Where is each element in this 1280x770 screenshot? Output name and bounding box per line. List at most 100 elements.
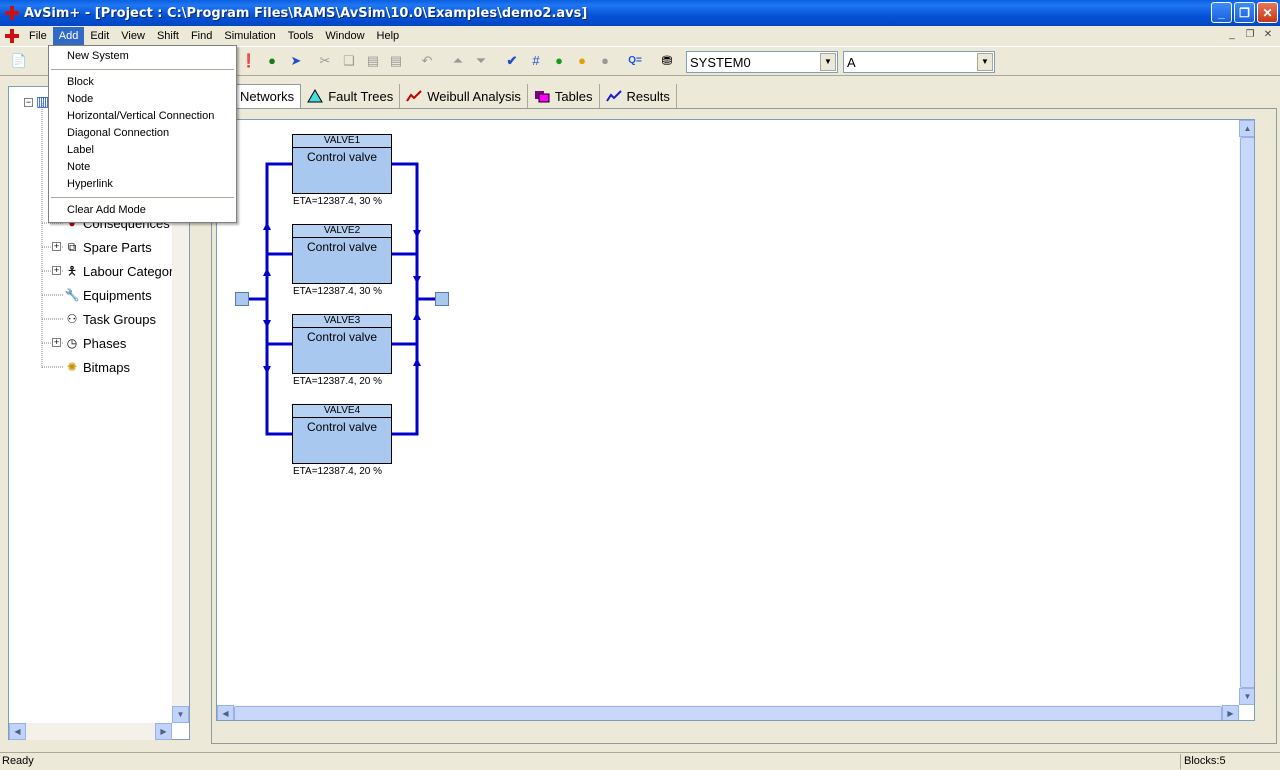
output-node[interactable] bbox=[435, 292, 449, 306]
chevron-down-icon[interactable]: ▼ bbox=[820, 53, 836, 71]
menu-help[interactable]: Help bbox=[376, 29, 400, 42]
menu-separator bbox=[51, 69, 234, 70]
mdi-restore-icon[interactable]: ❐ bbox=[1245, 29, 1255, 40]
menu-simulation[interactable]: Simulation bbox=[224, 29, 276, 42]
cut-icon[interactable]: ✂ bbox=[319, 53, 331, 68]
title-bar: AvSim+ - [Project : C:\Program Files\RAM… bbox=[0, 0, 1280, 26]
block-valve2[interactable]: VALVE2 Control valve bbox=[292, 224, 392, 284]
menu-shift[interactable]: Shift bbox=[156, 29, 179, 42]
consequences-icon: ● bbox=[68, 216, 76, 230]
block-count: Blocks:5 bbox=[1180, 754, 1278, 769]
menu-find[interactable]: Find bbox=[190, 29, 213, 42]
tree-root-icon: ▥ bbox=[36, 93, 50, 109]
copy-icon[interactable]: ❏ bbox=[343, 53, 355, 68]
move-down-icon[interactable]: ⏷ bbox=[475, 53, 487, 68]
tab-tables[interactable]: Tables bbox=[528, 84, 600, 108]
triangle-icon bbox=[307, 89, 324, 103]
block-valve3[interactable]: VALVE3 Control valve bbox=[292, 314, 392, 374]
scroll-thumb[interactable] bbox=[1240, 137, 1254, 688]
scroll-right-icon[interactable]: ▶ bbox=[155, 723, 172, 740]
tree-item-spare-parts[interactable]: ⧉ Spare Parts bbox=[64, 236, 152, 258]
system-combo[interactable]: SYSTEM0 ▼ bbox=[686, 51, 838, 73]
grid-icon[interactable]: # bbox=[532, 53, 540, 68]
binoculars-icon[interactable]: ⛃ bbox=[661, 53, 673, 68]
info-icon[interactable]: ❗ bbox=[240, 53, 258, 68]
tab-networks[interactable]: Networks bbox=[233, 84, 302, 108]
menu-window[interactable]: Window bbox=[325, 29, 365, 42]
person-icon: 🯅 bbox=[66, 264, 78, 278]
tree-root-collapse-icon[interactable]: − bbox=[24, 97, 33, 107]
traffic-light-off-icon[interactable]: ● bbox=[601, 53, 609, 68]
tree-item-bitmaps[interactable]: ✺ Bitmaps bbox=[64, 356, 130, 378]
view-tabs: Networks Fault Trees Weibull Analysis Ta… bbox=[233, 84, 677, 108]
scroll-down-icon[interactable]: ▼ bbox=[172, 706, 189, 723]
maximize-button[interactable]: ❐ bbox=[1234, 2, 1255, 23]
phase-combo[interactable]: A ▼ bbox=[843, 51, 995, 73]
minimize-button[interactable]: _ bbox=[1211, 2, 1232, 23]
document-cross-icon[interactable] bbox=[5, 28, 19, 43]
move-up-icon[interactable]: ⏶ bbox=[452, 53, 464, 68]
canvas-horizontal-scrollbar[interactable]: ◀ ▶ bbox=[217, 705, 1239, 720]
system-combo-value: SYSTEM0 bbox=[690, 55, 751, 70]
block-valve1[interactable]: VALVE1 Control valve bbox=[292, 134, 392, 194]
tab-results[interactable]: Results bbox=[600, 84, 677, 108]
wrench-icon: 🔧 bbox=[64, 288, 80, 302]
menu-add[interactable]: Add bbox=[52, 26, 85, 45]
menu-file[interactable]: File bbox=[29, 29, 47, 42]
menu-item-note[interactable]: Note bbox=[67, 161, 91, 173]
scroll-left-icon[interactable]: ◀ bbox=[9, 723, 26, 740]
scroll-left-icon[interactable]: ◀ bbox=[217, 705, 234, 720]
traffic-light-green-icon[interactable]: ● bbox=[555, 53, 563, 68]
tree-item-labour-categories[interactable]: 🯅 Labour Categori bbox=[64, 260, 177, 282]
tab-fault-trees[interactable]: Fault Trees bbox=[301, 84, 401, 108]
globe-icon[interactable]: ● bbox=[268, 53, 276, 68]
status-bar: Ready Blocks:5 bbox=[0, 752, 1280, 770]
menu-item-hv-connection[interactable]: Horizontal/Vertical Connection bbox=[67, 110, 215, 122]
query-icon[interactable]: Q= bbox=[628, 55, 642, 66]
clock-icon: ◷ bbox=[66, 336, 78, 350]
menu-item-new-system[interactable]: New System bbox=[67, 50, 129, 62]
scroll-thumb[interactable] bbox=[234, 706, 1222, 720]
network-canvas[interactable]: VALVE1 Control valve ETA=12387.4, 30 % V… bbox=[216, 119, 1255, 721]
traffic-light-yellow-icon[interactable]: ● bbox=[578, 53, 586, 68]
input-node[interactable] bbox=[235, 292, 249, 306]
menu-item-hyperlink[interactable]: Hyperlink bbox=[67, 178, 113, 190]
menu-item-block[interactable]: Block bbox=[67, 76, 94, 88]
close-button[interactable]: ✕ bbox=[1257, 2, 1278, 23]
block-valve4[interactable]: VALVE4 Control valve bbox=[292, 404, 392, 464]
tree-item-phases[interactable]: ◷ Phases bbox=[64, 332, 127, 354]
tree-vertical-scrollbar[interactable]: ▼ bbox=[172, 87, 189, 723]
scroll-right-icon[interactable]: ▶ bbox=[1222, 705, 1239, 720]
scroll-down-icon[interactable]: ▼ bbox=[1239, 688, 1254, 705]
phase-combo-value: A bbox=[847, 55, 856, 70]
tree-item-task-groups[interactable]: ⚇ Task Groups bbox=[64, 308, 156, 330]
expand-phases-icon[interactable]: + bbox=[52, 337, 61, 347]
canvas-vertical-scrollbar[interactable]: ▲ ▼ bbox=[1239, 120, 1254, 705]
tab-weibull-analysis[interactable]: Weibull Analysis bbox=[400, 84, 528, 108]
window-title: AvSim+ - [Project : C:\Program Files\RAM… bbox=[24, 5, 588, 21]
pointer-icon[interactable]: ➤ bbox=[290, 53, 302, 68]
menu-tools[interactable]: Tools bbox=[287, 29, 314, 42]
undo-icon[interactable]: ↶ bbox=[421, 53, 433, 68]
check-icon[interactable]: ✔ bbox=[506, 53, 518, 68]
menu-item-node[interactable]: Node bbox=[67, 93, 94, 105]
mdi-minimize-icon[interactable]: _ bbox=[1229, 29, 1235, 40]
mdi-close-icon[interactable]: ✕ bbox=[1263, 29, 1273, 40]
connection-lines bbox=[249, 162, 435, 436]
menu-item-label[interactable]: Label bbox=[67, 144, 94, 156]
tree-item-equipments[interactable]: 🔧 Equipments bbox=[64, 287, 152, 303]
add-menu-dropdown: New System Block Node Horizontal/Vertica… bbox=[48, 45, 237, 223]
chevron-down-icon[interactable]: ▼ bbox=[977, 53, 993, 71]
scroll-up-icon[interactable]: ▲ bbox=[1239, 120, 1254, 137]
eta-label: ETA=12387.4, 30 % bbox=[293, 286, 383, 297]
menu-item-clear-add-mode[interactable]: Clear Add Mode bbox=[67, 204, 146, 216]
expand-labour-icon[interactable]: + bbox=[52, 265, 61, 275]
menu-item-diagonal-connection[interactable]: Diagonal Connection bbox=[67, 127, 170, 139]
paste-icon[interactable]: ▤ bbox=[366, 53, 380, 68]
paste-special-icon[interactable]: ▤ bbox=[389, 53, 403, 68]
tree-horizontal-scrollbar[interactable]: ◀ ▶ bbox=[9, 723, 172, 740]
expand-spare-parts-icon[interactable]: + bbox=[52, 241, 61, 251]
menu-edit[interactable]: Edit bbox=[90, 29, 110, 42]
new-icon[interactable]: 📄 bbox=[10, 53, 28, 68]
menu-view[interactable]: View bbox=[121, 29, 145, 42]
